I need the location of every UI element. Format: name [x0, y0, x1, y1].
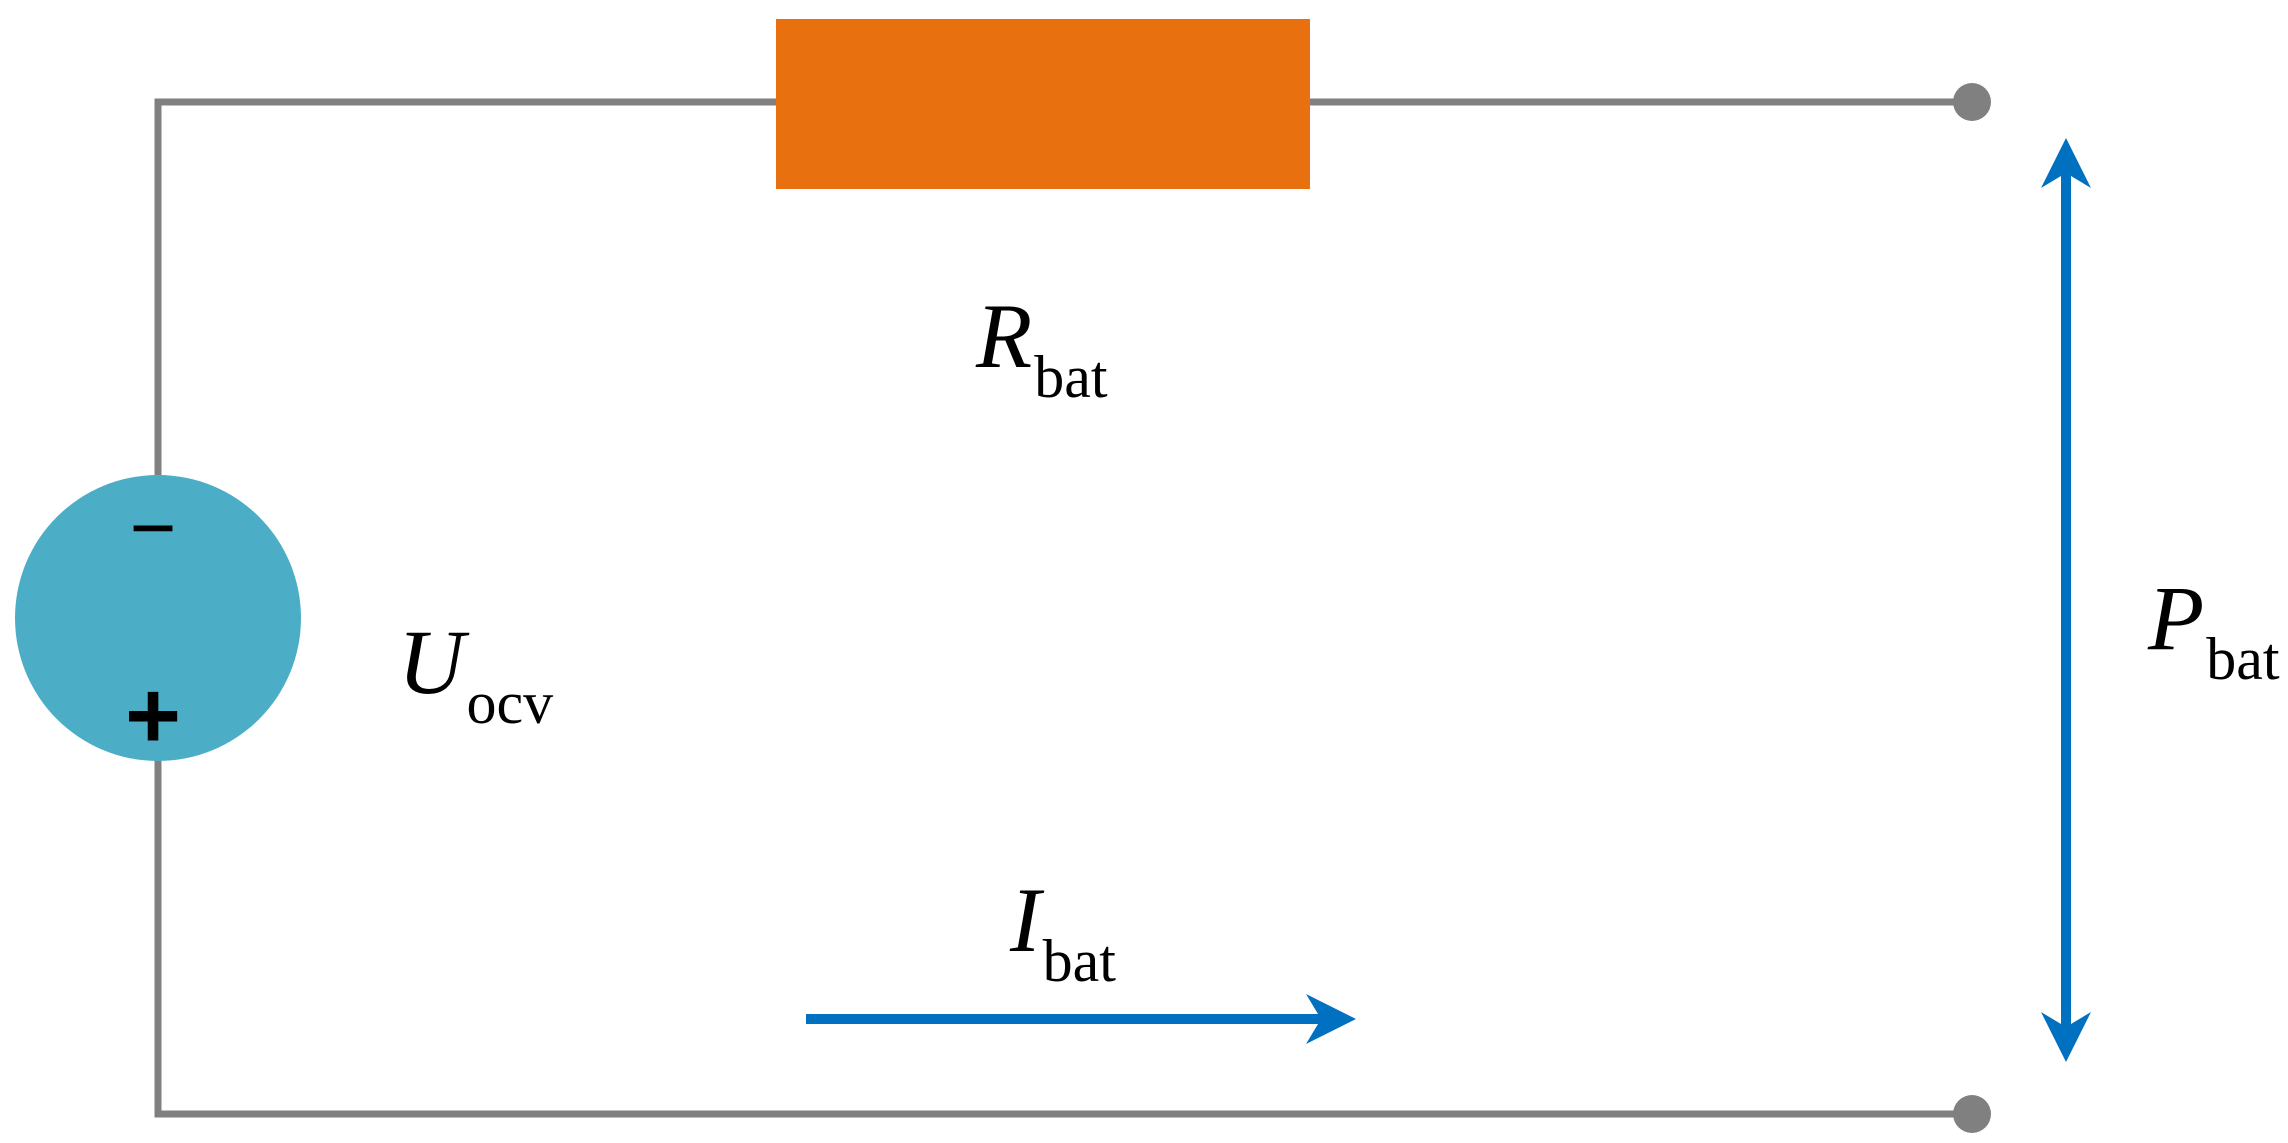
bottom-wire: [154, 760, 1972, 1118]
top-terminal: [1953, 83, 1991, 121]
voltage-label-symbol: U: [398, 611, 465, 713]
power-label-symbol: P: [2148, 567, 2205, 669]
resistor-label-subscript: bat: [1034, 344, 1108, 410]
resistor-label-symbol: R: [976, 285, 1033, 387]
resistor-label: Rbat: [976, 290, 1108, 407]
voltage-source-circle: [15, 475, 301, 761]
power-label-subscript: bat: [2206, 626, 2280, 692]
voltage-label-subscript: ocv: [466, 670, 554, 736]
voltage-label: Uocv: [398, 616, 553, 733]
bottom-terminal: [1953, 1095, 1991, 1133]
current-label: Ibat: [1010, 874, 1116, 991]
power-label: Pbat: [2148, 572, 2280, 689]
current-label-subscript: bat: [1042, 928, 1116, 994]
plus-sign: +: [124, 662, 182, 769]
top-left-wire: [154, 98, 776, 476]
current-label-symbol: I: [1010, 869, 1041, 971]
minus-sign: −: [129, 483, 177, 572]
resistor-body: [776, 19, 1310, 189]
